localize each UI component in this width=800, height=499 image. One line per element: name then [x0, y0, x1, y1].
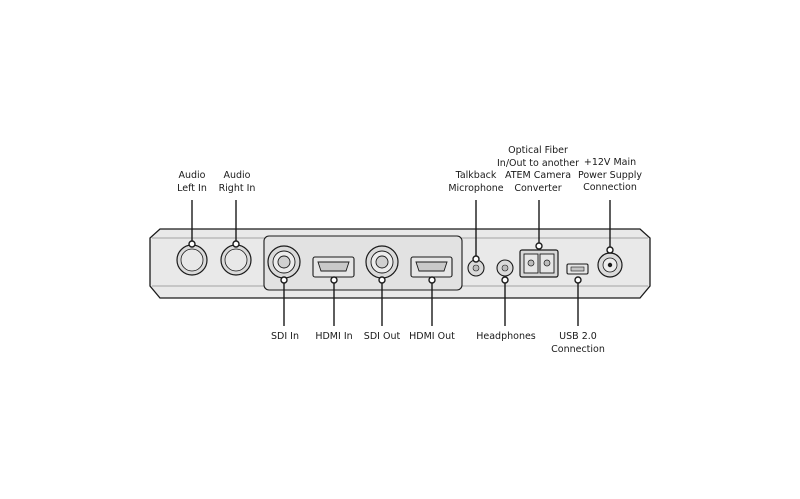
leader-dot-hdmi-in — [330, 276, 338, 284]
power-supply-connector — [597, 252, 623, 278]
leader-dot-optical-fiber — [535, 242, 543, 250]
leader-dot-audio-left-in — [188, 240, 196, 248]
label-sdi-out: SDI Out — [363, 331, 401, 342]
label-audio-right-in: Audio Right In — [218, 170, 256, 194]
label-power-supply: +12V Main Power Supply Connection — [577, 157, 643, 193]
hdmi-out-connector — [410, 256, 453, 278]
leader-dot-talkback-microphone — [472, 255, 480, 263]
label-audio-left-in: Audio Left In — [177, 170, 207, 194]
leader-dot-power-supply — [606, 246, 614, 254]
label-sdi-in: SDI In — [271, 331, 299, 342]
leader-dot-hdmi-out — [428, 276, 436, 284]
leader-dot-audio-right-in — [232, 240, 240, 248]
leader-dot-usb — [574, 276, 582, 284]
hdmi-in-connector — [312, 256, 355, 278]
sdi-out-connector — [365, 245, 399, 279]
headphones-connector — [496, 259, 514, 277]
usb-connector — [566, 263, 589, 275]
leader-dot-headphones — [501, 276, 509, 284]
label-headphones: Headphones — [476, 331, 536, 342]
label-usb: USB 2.0 Connection — [551, 331, 605, 355]
talkback-microphone-connector — [467, 259, 485, 277]
audio-left-in-connector — [176, 244, 208, 276]
optical-fiber-connector — [519, 249, 559, 278]
audio-right-in-connector — [220, 244, 252, 276]
label-talkback-microphone: Talkback Microphone — [448, 170, 504, 194]
label-hdmi-out: HDMI Out — [409, 331, 455, 342]
sdi-in-connector — [267, 245, 301, 279]
label-optical-fiber: Optical Fiber In/Out to another ATEM Cam… — [497, 145, 579, 194]
label-hdmi-in: HDMI In — [315, 331, 353, 342]
leader-dot-sdi-out — [378, 276, 386, 284]
leader-dot-sdi-in — [280, 276, 288, 284]
